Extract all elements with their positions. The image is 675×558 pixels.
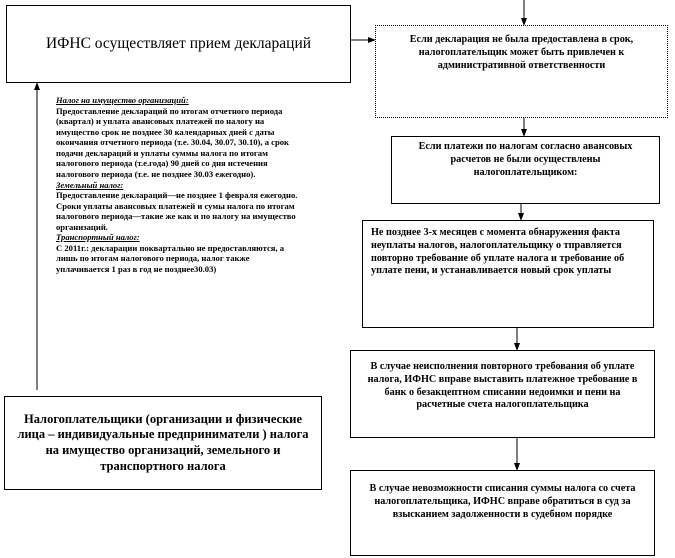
right-box-court: В случае невозможности списания суммы на… xyxy=(350,470,655,556)
right-box-5-text: В случае невозможности списания суммы на… xyxy=(369,483,636,520)
right-box-4-text: В случае неисполнения повторного требова… xyxy=(367,361,638,411)
main-box-ifns: ИФНС осуществляет прием деклараций xyxy=(6,5,351,83)
right-box-late-declaration: Если декларация не была предоставлена в … xyxy=(375,25,668,118)
right-box-1-text: Если декларация не была предоставлена в … xyxy=(409,34,634,71)
land-tax-heading: Земельный налог: xyxy=(56,179,124,190)
land-tax-text: Предоставление деклараций—не позднее 1 ф… xyxy=(56,190,298,232)
property-tax-heading: Налог на имущество организаций: xyxy=(56,95,189,105)
property-tax-text: Предоставление деклараций по итогам отче… xyxy=(56,105,289,179)
main-box-text: ИФНС осуществляет прием деклараций xyxy=(45,35,312,52)
payers-box-text: Налогоплательщики (организации и физичес… xyxy=(17,411,309,473)
transport-tax-heading: Транспортный налог: xyxy=(56,232,140,243)
right-box-unpaid-advance: Если платежи по налогам согласно авансов… xyxy=(391,136,660,204)
right-box-2-text: Если платежи по налогам согласно авансов… xyxy=(418,141,633,178)
transport-tax-text: С 2011г.: декларации поквартально не пре… xyxy=(56,242,284,274)
tax-info-text: Налог на имущество организаций: Предоста… xyxy=(54,95,300,357)
right-box-3-text: Не позднее 3-х месяцев с момента обнаруж… xyxy=(371,227,625,277)
right-box-bank-writeoff: В случае неисполнения повторного требова… xyxy=(350,350,655,438)
right-box-repeated-demand: Не позднее 3-х месяцев с момента обнаруж… xyxy=(362,220,654,328)
payers-box: Налогоплательщики (организации и физичес… xyxy=(4,396,322,490)
